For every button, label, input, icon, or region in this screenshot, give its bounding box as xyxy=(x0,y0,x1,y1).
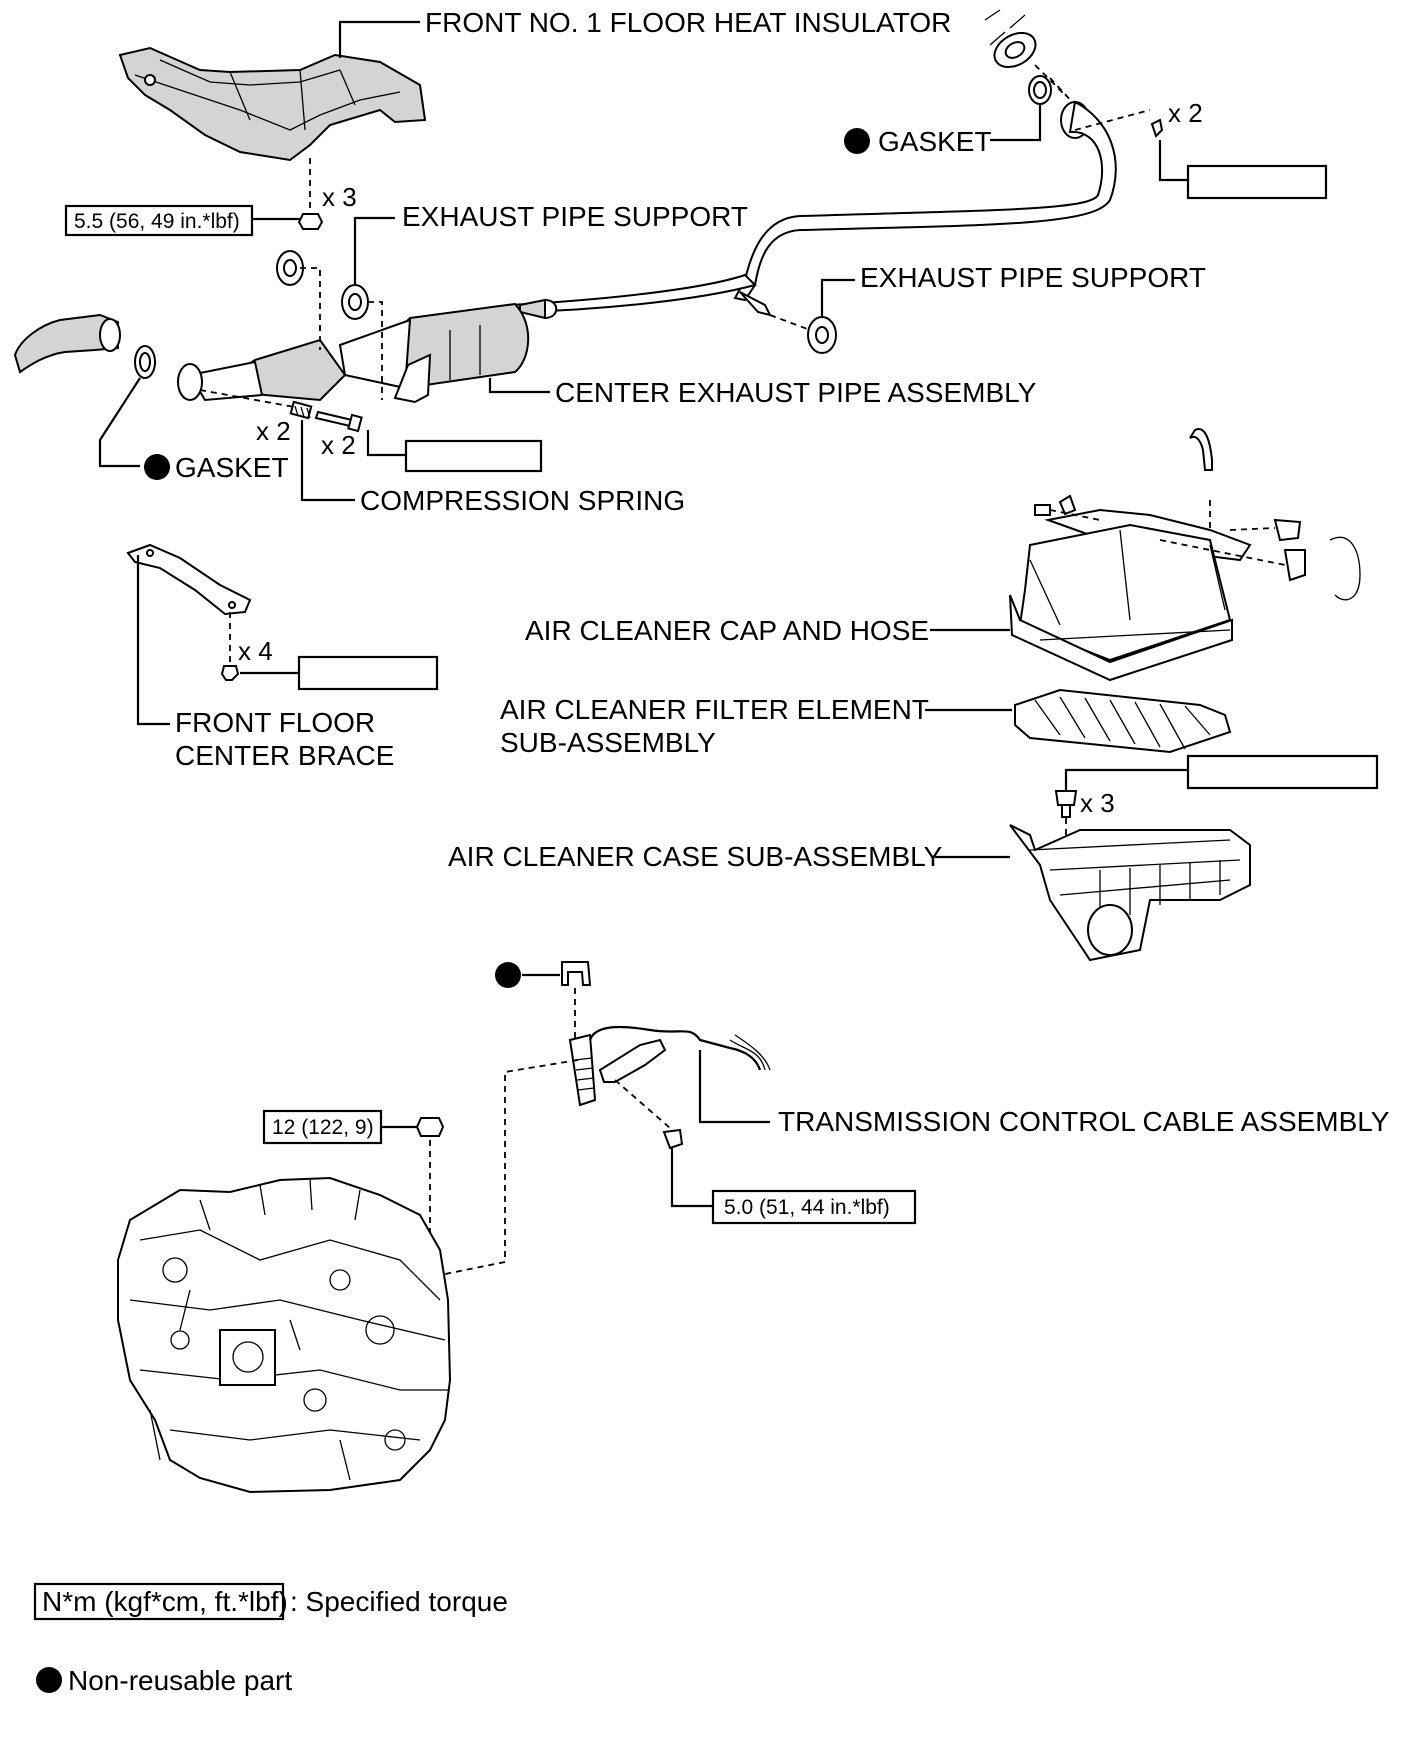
qty-air-case: x 3 xyxy=(1080,788,1115,818)
nonreusable-dot-gasket-left xyxy=(144,454,170,480)
label-gasket-left: GASKET xyxy=(175,452,289,483)
label-compression-spring: COMPRESSION SPRING xyxy=(360,485,685,516)
cable-clip xyxy=(561,961,592,986)
label-trans-cable: TRANSMISSION CONTROL CABLE ASSEMBLY xyxy=(778,1106,1390,1137)
legend-torque-box: N*m (kgf*cm, ft.*lbf) xyxy=(42,1586,288,1617)
nonreusable-dot-gasket-top xyxy=(844,128,870,154)
exhaust-support-right xyxy=(807,316,837,354)
torque-trans-nut: 12 (122, 9) xyxy=(272,1116,374,1139)
label-center-pipe: CENTER EXHAUST PIPE ASSEMBLY xyxy=(555,377,1037,408)
tail-pipe-drawing xyxy=(984,9,1037,69)
torque-cable-bolt: 5.0 (51, 44 in.*lbf) xyxy=(724,1196,890,1219)
air-case-bolt xyxy=(1054,790,1078,818)
front-brace-drawing xyxy=(126,543,252,616)
center-exhaust-pipe-drawing xyxy=(177,100,1117,404)
qty-front-pipe: x 2 xyxy=(321,430,356,460)
label-gasket-top: GASKET xyxy=(878,126,992,157)
qty-heat-insulator: x 3 xyxy=(322,182,357,212)
label-air-filter-2: SUB-ASSEMBLY xyxy=(500,727,716,758)
brace-bolt xyxy=(220,665,240,681)
heat-insulator-nut xyxy=(297,213,324,230)
label-exhaust-support-2: EXHAUST PIPE SUPPORT xyxy=(860,262,1206,293)
trans-cable-drawing xyxy=(568,1025,771,1107)
legend-torque-desc: : Specified torque xyxy=(290,1586,508,1617)
qty-tail-pipe: x 2 xyxy=(1168,98,1203,128)
front-pipe-drawing xyxy=(13,313,121,374)
qty-brace: x 4 xyxy=(238,636,273,666)
air-case-drawing xyxy=(1009,824,1251,962)
nonreusable-dot-clip xyxy=(495,962,521,988)
heat-insulator-drawing xyxy=(118,46,427,162)
legend-nonreusable: Non-reusable part xyxy=(68,1665,292,1696)
gasket-top xyxy=(1028,75,1052,105)
cable-bolt xyxy=(662,1128,684,1150)
gasket-left xyxy=(134,345,156,379)
trans-nut xyxy=(415,1117,445,1137)
compression-spring xyxy=(289,400,313,420)
transaxle-drawing xyxy=(117,1176,452,1494)
label-air-filter-1: AIR CLEANER FILTER ELEMENT xyxy=(500,694,929,725)
label-exhaust-support-1: EXHAUST PIPE SUPPORT xyxy=(402,201,748,232)
label-front-brace-2: CENTER BRACE xyxy=(175,740,394,771)
torque-heat-insulator: 5.5 (56, 49 in.*lbf) xyxy=(74,210,240,233)
legend-nonreusable-dot xyxy=(36,1667,62,1693)
label-front-brace-1: FRONT FLOOR xyxy=(175,707,375,738)
air-filter-drawing xyxy=(1014,688,1232,754)
label-air-case: AIR CLEANER CASE SUB-ASSEMBLY xyxy=(448,841,943,872)
label-air-cap: AIR CLEANER CAP AND HOSE xyxy=(525,615,929,646)
exhaust-support-left xyxy=(276,250,369,320)
front-pipe-bolt xyxy=(314,410,363,433)
qty-spring: x 2 xyxy=(256,416,291,446)
label-heat-insulator: FRONT NO. 1 FLOOR HEAT INSULATOR xyxy=(425,7,951,38)
tail-pipe-bolt xyxy=(1150,118,1164,138)
air-cleaner-cap-drawing xyxy=(1009,428,1361,682)
